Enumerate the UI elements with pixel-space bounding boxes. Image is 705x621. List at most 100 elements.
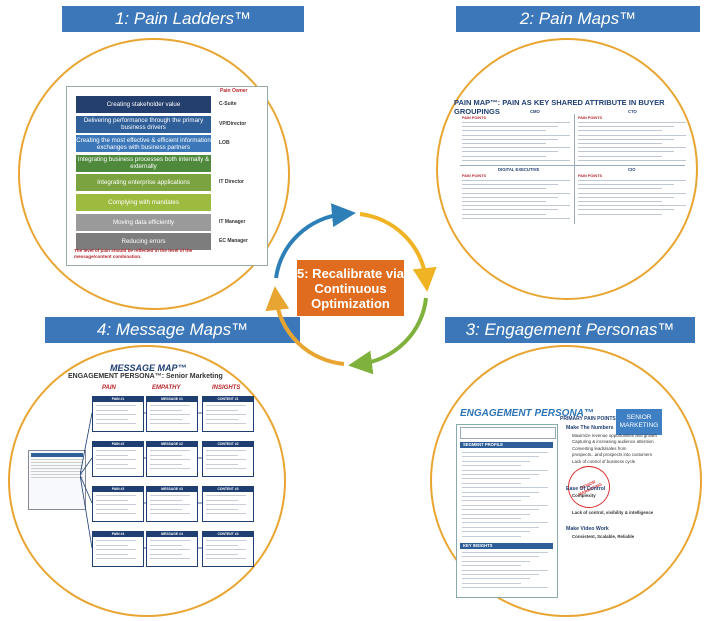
message-map-card-line [96, 504, 136, 506]
message-map-card-line [150, 557, 190, 559]
message-map-card-line [96, 414, 136, 416]
message-map-card-line [206, 495, 246, 497]
pain-map-line [462, 159, 570, 161]
persona-pain-item: Lack of control, visibility & intelligen… [572, 509, 654, 515]
pain-map-title: PAIN MAP™: PAIN AS KEY SHARED ATTRIBUTE … [454, 98, 665, 116]
message-map-card-line [206, 463, 238, 465]
message-map-card-line [206, 414, 246, 416]
persona-profile-line [462, 482, 521, 484]
message-map-card-line [150, 508, 182, 510]
message-map-card-line [206, 422, 246, 424]
pain-map-line [578, 155, 662, 157]
pain-map-line [578, 196, 674, 198]
message-map-card-line [96, 467, 136, 469]
pain-owner-label: IT Manager [219, 218, 246, 225]
pain-map-line [462, 138, 558, 140]
message-map-card-line [96, 422, 136, 424]
message-map-card: CONTENT #4 [202, 531, 254, 567]
message-map-card-line [96, 540, 136, 542]
persona-profile-line [462, 531, 530, 533]
persona-profile-line [462, 565, 521, 567]
pain-points-label: PAIN POINTS [462, 174, 486, 178]
message-map-card-line [96, 405, 136, 407]
persona-pain-item: Converting leads/sales from [572, 445, 627, 451]
role-cio: CIO [628, 167, 636, 172]
message-map-card-heading: PAIN #2 [93, 442, 143, 447]
persona-profile-line [462, 504, 548, 506]
message-map-card-line [96, 450, 136, 452]
message-map-card-line [96, 549, 136, 551]
persona-profile-line [462, 556, 539, 558]
persona-pain-item: prospects...and prospects into customers [572, 452, 653, 458]
persona-profile-line [462, 474, 539, 475]
pain-map-line [462, 147, 570, 149]
pain-points-label: PAIN POINTS [578, 174, 602, 178]
message-map-card-line [96, 544, 128, 546]
message-map-card-line [206, 405, 246, 407]
persona-pain-heading: Make Video Work [566, 526, 609, 533]
message-map-card-line [96, 409, 128, 411]
pain-map-divider [460, 165, 685, 166]
persona-pain-heading: Ease Of Control [566, 485, 606, 492]
message-map-card: CONTENT #1 [202, 396, 254, 432]
cycle-arrow-blue [274, 203, 356, 279]
pain-map-line [578, 122, 686, 123]
message-map-card-line [96, 495, 136, 497]
pain-map-line [462, 201, 546, 202]
ladder-rung: Integrating enterprise applications [76, 174, 211, 192]
pain-map-line [462, 143, 546, 144]
message-map-card-line [150, 504, 190, 506]
message-map-card-line [150, 495, 190, 497]
message-map-card-heading: PAIN #3 [93, 487, 143, 492]
message-map-card-line [206, 549, 246, 551]
pain-owner-label: IT Director [219, 179, 245, 186]
message-map-card-heading: MESSAGE #3 [147, 487, 197, 492]
message-map-card-heading: PAIN #4 [93, 532, 143, 537]
message-map-card-line [150, 450, 190, 452]
message-map-card-line [150, 422, 190, 424]
pain-map-line [462, 180, 570, 181]
message-map-card-line [206, 544, 238, 546]
pain-map-line [578, 213, 662, 215]
message-map-card-line [150, 467, 190, 469]
message-map-card-line [206, 454, 238, 456]
message-map-card-line [206, 508, 238, 510]
banner-message-maps: 4: Message Maps™ [45, 317, 300, 343]
persona-profile-line [462, 522, 548, 524]
recalibrate-box: 5: Recalibrate via Continuous Optimizati… [297, 260, 404, 316]
message-map-card: PAIN #2 [92, 441, 144, 477]
message-map-card-heading: CONTENT #4 [203, 532, 253, 537]
pain-map-line [462, 209, 558, 211]
message-map-card-line [150, 549, 190, 551]
message-map-card-line [150, 459, 190, 461]
persona-profile-line [462, 526, 539, 528]
ladder-rung: Creating the most effective & efficient … [76, 135, 211, 153]
pain-owner-label: C-Suite [219, 101, 237, 107]
pain-map-line [462, 217, 570, 219]
message-map-card-line [96, 508, 128, 510]
persona-title: ENGAGEMENT PERSONA™ [460, 408, 594, 419]
message-map-card-line [206, 553, 238, 555]
pain-map-line [462, 130, 546, 132]
message-map-subtitle: ENGAGEMENT PERSONA™: Senior Marketing [68, 373, 223, 380]
persona-profile-line [462, 465, 521, 467]
persona-pain-item: Complexity [572, 493, 596, 498]
persona-profile-line [462, 452, 548, 453]
persona-document-thumbnail [28, 450, 86, 510]
role-cmo: CMO [530, 109, 540, 114]
message-map-card-line [150, 414, 190, 416]
message-map-card-line [206, 512, 246, 514]
message-map-card-line [206, 467, 246, 469]
pain-map-line [578, 192, 686, 194]
message-map-card-line [96, 512, 136, 514]
key-insights-heading: KEY INSIGHTS [460, 543, 553, 549]
message-map-card-heading: CONTENT #1 [203, 397, 253, 402]
message-map-card-line [150, 454, 182, 456]
ladder-rung: Moving data efficiently [76, 213, 211, 231]
persona-profile-line [462, 491, 539, 493]
persona-pain-item: Maximize revenue opportunities and growt… [572, 432, 657, 438]
message-map-card: PAIN #3 [92, 486, 144, 522]
banner-pain-ladders: 1: Pain Ladders™ [62, 6, 304, 32]
message-map-card: CONTENT #2 [202, 441, 254, 477]
pain-map-line [462, 122, 570, 123]
